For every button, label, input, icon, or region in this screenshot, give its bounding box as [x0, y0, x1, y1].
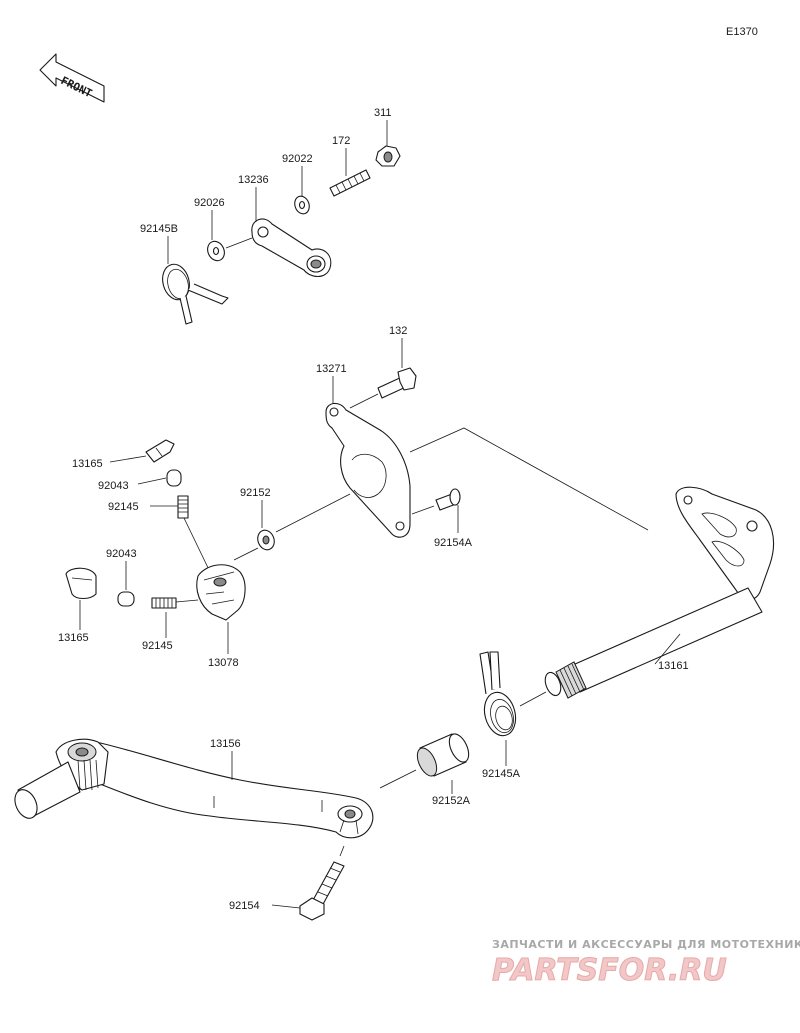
label-92154A: 92154A — [434, 537, 473, 549]
spring-92145B — [162, 263, 229, 325]
label-92145-top: 92145 — [108, 501, 139, 513]
label-92026: 92026 — [194, 197, 225, 209]
label-92022: 92022 — [282, 153, 313, 165]
plate-13271 — [325, 402, 411, 538]
bolt-132 — [377, 367, 417, 399]
label-132: 132 — [389, 325, 407, 337]
watermark-logo: PARTSFOR.RU — [492, 953, 727, 988]
label-92145A: 92145A — [482, 768, 521, 780]
label-92152: 92152 — [240, 487, 271, 499]
label-92043-bottom: 92043 — [106, 548, 137, 560]
bolt-92154 — [299, 861, 345, 921]
bolt-92154A — [435, 488, 461, 511]
washer-92022 — [294, 195, 310, 215]
diagram-code: E1370 — [726, 26, 758, 38]
shaft-13161 — [544, 486, 775, 699]
front-arrow-icon: FRONT — [39, 53, 105, 103]
pawl-13165-top — [145, 439, 175, 463]
label-92145-bottom: 92145 — [142, 640, 173, 652]
spring-92145-top — [177, 495, 189, 519]
spring-92145-bottom — [151, 597, 177, 609]
pawl-13165-bottom — [65, 567, 97, 600]
label-13165-bottom: 13165 — [58, 632, 89, 644]
label-172: 172 — [332, 135, 350, 147]
label-13156: 13156 — [210, 738, 241, 750]
label-13161: 13161 — [658, 660, 689, 672]
bolt-172 — [329, 169, 371, 197]
label-13078: 13078 — [208, 657, 239, 669]
watermark: ЗАПЧАСТИ И АКСЕССУАРЫ ДЛЯ МОТОТЕХНИКИ PA… — [492, 938, 800, 989]
pedal-13156 — [14, 738, 374, 839]
pin-92043-top — [166, 469, 182, 487]
watermark-tagline: ЗАПЧАСТИ И АКСЕССУАРЫ ДЛЯ МОТОТЕХНИКИ — [492, 938, 800, 951]
label-92152A: 92152A — [432, 795, 471, 807]
selector-13078 — [196, 564, 246, 621]
label-13271: 13271 — [316, 363, 347, 375]
label-311: 311 — [374, 107, 392, 119]
label-92145B: 92145B — [140, 223, 178, 235]
label-92043-top: 92043 — [98, 480, 129, 492]
collar-92152A — [416, 733, 470, 777]
label-13236: 13236 — [238, 174, 269, 186]
washer-92026 — [207, 240, 225, 262]
label-92154: 92154 — [229, 900, 260, 912]
nut-311 — [375, 145, 401, 167]
label-13165-top: 13165 — [72, 458, 103, 470]
lever-13236 — [251, 218, 332, 278]
spring-92145A — [479, 651, 517, 737]
pin-92043-bottom — [117, 591, 135, 607]
washer-92152 — [257, 529, 275, 551]
